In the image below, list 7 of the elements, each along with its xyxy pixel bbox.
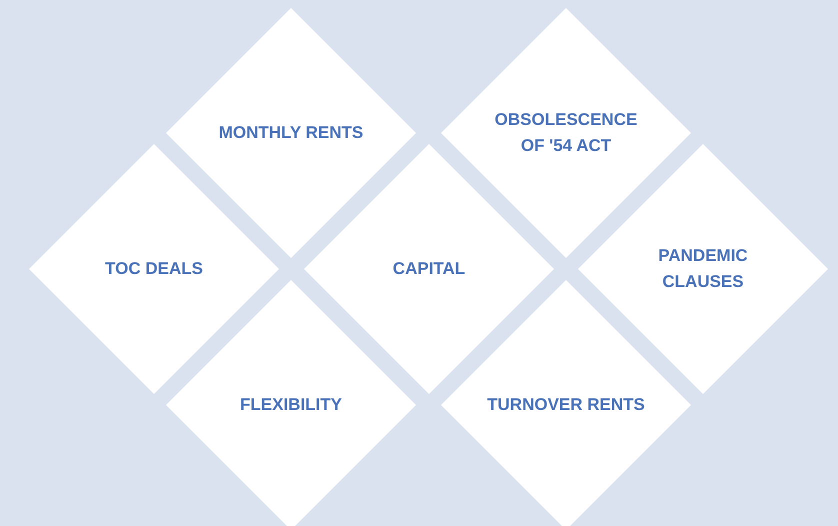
tile-label: MONTHLY RENTS bbox=[218, 122, 364, 144]
tile-label: TURNOVER RENTS bbox=[487, 394, 645, 416]
tile-label: CAPITAL bbox=[392, 258, 466, 280]
tile-label: PANDEMIC CLAUSES bbox=[657, 245, 749, 293]
tile-label: TOC DEALS bbox=[105, 258, 203, 280]
tile-label: OBSOLESCENCE OF '54 ACT bbox=[494, 109, 638, 157]
tile-label: FLEXIBILITY bbox=[240, 394, 342, 416]
